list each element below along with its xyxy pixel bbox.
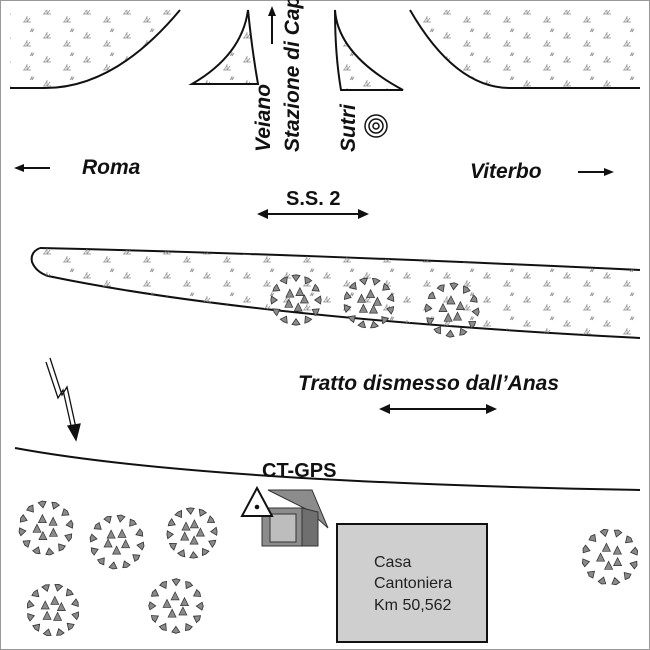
double-arrow-icon [379, 404, 497, 414]
grass-area-top-left [10, 10, 180, 88]
traffic-island-left [188, 9, 260, 85]
bush-icon [166, 507, 218, 559]
bush-icon [18, 500, 74, 556]
bush-icon [148, 578, 204, 634]
triangle-marker-icon [240, 485, 274, 517]
label-tratto-dismesso: Tratto dismesso dall’Anas [298, 372, 559, 395]
label-stazione-capranica: Stazione di Capranica [281, 0, 304, 152]
bush-group [18, 274, 639, 637]
label-viterbo: Viterbo [470, 160, 542, 183]
bush-icon [270, 274, 322, 326]
station-building [261, 489, 329, 547]
casa-cantoniera: Casa Cantoniera Km 50,562 [336, 523, 488, 643]
road-edge-top-left [10, 9, 181, 89]
bush-icon [581, 528, 639, 586]
bush-icon [424, 282, 480, 338]
casa-line-3: Km 50,562 [374, 597, 451, 614]
arrow-right-icon [578, 168, 614, 176]
lightning-arrow-icon [45, 357, 81, 442]
grass-area-top-right [410, 10, 640, 88]
casa-line-1: Casa [374, 554, 411, 571]
bullseye-icon [364, 114, 388, 138]
road-edge-bottom [14, 447, 641, 491]
label-veiano: Veiano [252, 84, 275, 152]
arrow-up-icon [268, 6, 276, 44]
label-sutri: Sutri [337, 103, 360, 152]
double-arrow-icon [257, 209, 369, 219]
bush-icon [89, 514, 145, 570]
traffic-island-right [334, 9, 404, 91]
road-edge-top-right [409, 9, 640, 89]
label-ctgps: CT-GPS [262, 460, 336, 482]
bush-icon [26, 583, 80, 637]
bush-icon [343, 277, 395, 329]
label-ss2: S.S. 2 [286, 188, 340, 210]
arrow-left-icon [14, 164, 50, 172]
casa-line-2: Cantoniera [374, 575, 452, 592]
label-roma: Roma [82, 156, 141, 179]
median-grass [31, 248, 640, 338]
